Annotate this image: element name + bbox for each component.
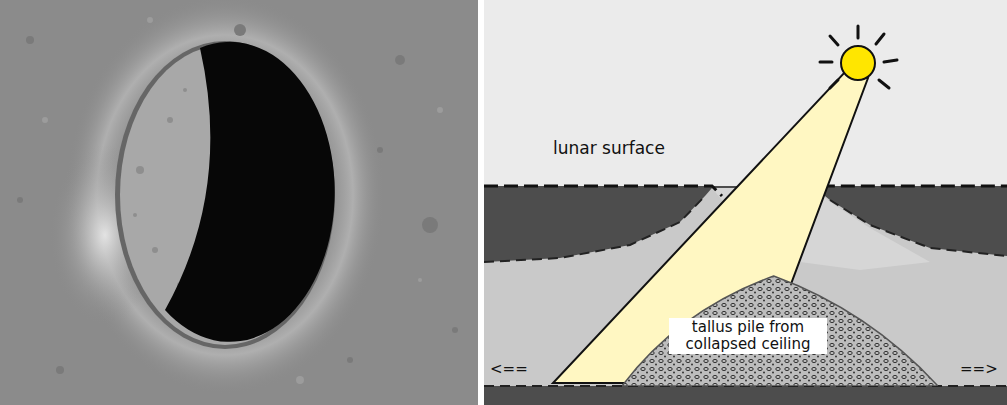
lunar-pit-photo <box>0 0 478 405</box>
direction-arrow: ==> <box>960 360 998 378</box>
talus-pile: tallus pile from collapsed ceiling <box>622 270 938 386</box>
direction-arrow: <== <box>490 360 528 378</box>
pile-label: tallus pile from collapsed ceiling <box>669 318 827 354</box>
surface-label: lunar surface <box>553 138 665 158</box>
cave-sketch <box>484 0 1007 405</box>
